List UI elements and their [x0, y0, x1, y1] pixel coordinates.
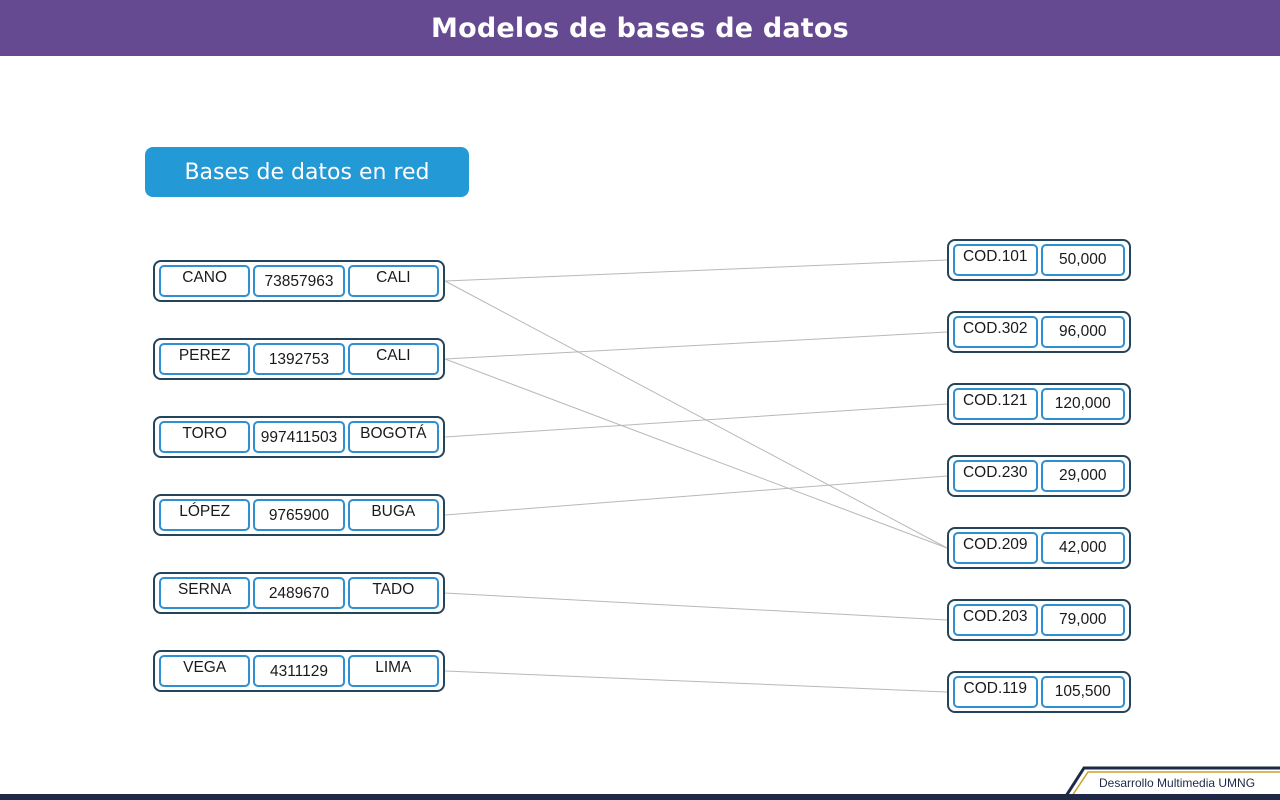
link-line [444, 280, 948, 549]
owner-phone: 73857963 [253, 265, 345, 297]
member-record: COD.203 79,000 [947, 599, 1131, 641]
section-badge: Bases de datos en red [145, 147, 469, 197]
owner-phone: 4311129 [253, 655, 345, 687]
owner-city: BUGA [347, 499, 439, 531]
member-code: COD.203 [953, 604, 1038, 636]
link-line [444, 259, 948, 282]
link-line [444, 358, 948, 549]
link-line [444, 475, 948, 516]
link-line [444, 403, 948, 438]
link-line [444, 670, 948, 693]
member-code: COD.101 [953, 244, 1038, 276]
member-amount: 79,000 [1040, 604, 1125, 636]
page-title: Modelos de bases de datos [431, 12, 849, 44]
member-record: COD.101 50,000 [947, 239, 1131, 281]
member-code: COD.209 [953, 532, 1038, 564]
footer-tab [1064, 766, 1280, 796]
member-record: COD.302 96,000 [947, 311, 1131, 353]
owner-name: VEGA [159, 655, 251, 687]
member-code: COD.121 [953, 388, 1038, 420]
link-line [444, 592, 948, 621]
link-line [444, 331, 948, 360]
owner-city: LIMA [347, 655, 439, 687]
owner-name: LÓPEZ [159, 499, 251, 531]
footer-bar [0, 794, 1280, 800]
owner-phone: 997411503 [253, 421, 345, 453]
footer-credit: Desarrollo Multimedia UMNG [1099, 776, 1256, 790]
member-code: COD.119 [953, 676, 1038, 708]
member-record: COD.121 120,000 [947, 383, 1131, 425]
owner-record: TORO 997411503 BOGOTÁ [153, 416, 445, 458]
owner-phone: 1392753 [253, 343, 345, 375]
owner-phone: 2489670 [253, 577, 345, 609]
member-amount: 29,000 [1040, 460, 1125, 492]
member-amount: 50,000 [1040, 244, 1125, 276]
member-record: COD.230 29,000 [947, 455, 1131, 497]
owner-name: TORO [159, 421, 251, 453]
owner-name: PEREZ [159, 343, 251, 375]
owner-name: SERNA [159, 577, 251, 609]
member-amount: 105,500 [1040, 676, 1125, 708]
owner-record: LÓPEZ 9765900 BUGA [153, 494, 445, 536]
owner-city: CALI [347, 265, 439, 297]
member-code: COD.302 [953, 316, 1038, 348]
header-bar: Modelos de bases de datos [0, 0, 1280, 56]
owner-record: CANO 73857963 CALI [153, 260, 445, 302]
section-title: Bases de datos en red [184, 159, 430, 185]
owner-city: BOGOTÁ [347, 421, 439, 453]
owner-phone: 9765900 [253, 499, 345, 531]
member-code: COD.230 [953, 460, 1038, 492]
member-record: COD.209 42,000 [947, 527, 1131, 569]
owner-name: CANO [159, 265, 251, 297]
member-amount: 96,000 [1040, 316, 1125, 348]
member-amount: 120,000 [1040, 388, 1125, 420]
member-record: COD.119 105,500 [947, 671, 1131, 713]
owner-city: TADO [347, 577, 439, 609]
owner-city: CALI [347, 343, 439, 375]
owner-record: SERNA 2489670 TADO [153, 572, 445, 614]
owner-record: PEREZ 1392753 CALI [153, 338, 445, 380]
owner-record: VEGA 4311129 LIMA [153, 650, 445, 692]
member-amount: 42,000 [1040, 532, 1125, 564]
